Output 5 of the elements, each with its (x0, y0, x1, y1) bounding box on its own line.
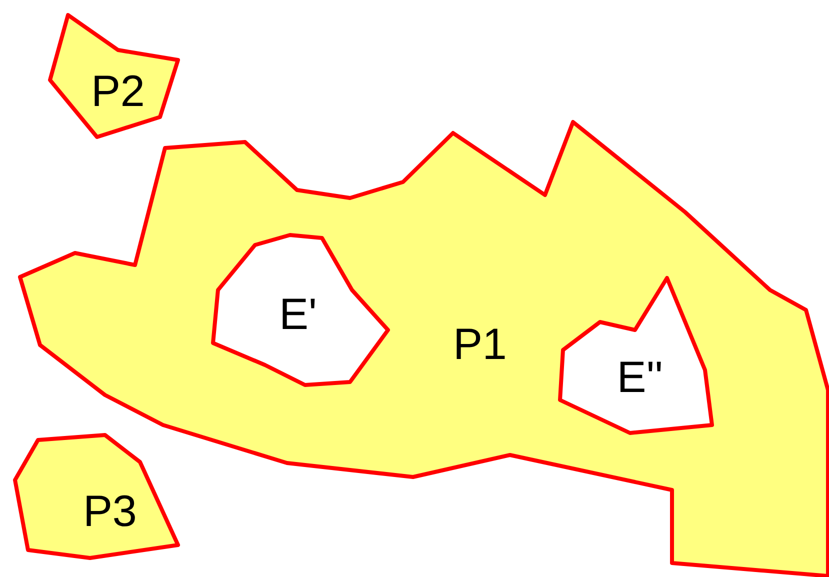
region-label: P1 (453, 323, 507, 367)
region-label: E' (279, 293, 317, 337)
region-label: E'' (616, 356, 664, 400)
region-label: P2 (91, 70, 145, 114)
region-label: P3 (83, 490, 137, 534)
